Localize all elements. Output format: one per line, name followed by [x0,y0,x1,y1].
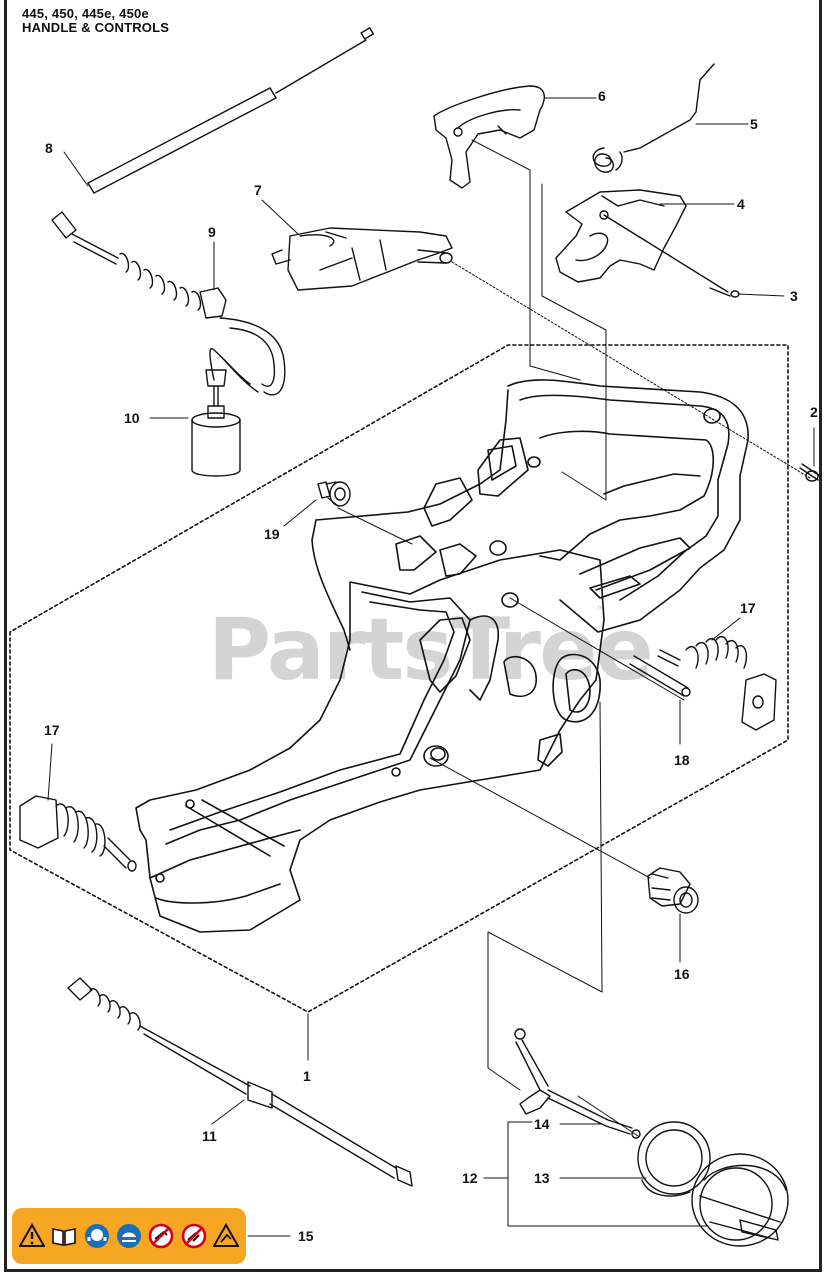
callout-bracket-12-14 [507,1121,709,1227]
part-16-plug [647,867,699,914]
callout-13: 13 [534,1170,550,1186]
callout-15: 15 [298,1228,314,1244]
callout-18: 18 [674,752,690,768]
part-2-screw [799,463,821,482]
callout-9: 9 [208,224,216,240]
part-5-spring [592,63,715,173]
model-numbers: 445, 450, 445e, 450e [22,6,149,21]
part-17-av-spring-left [19,795,137,872]
callout-6: 6 [598,88,606,104]
manual-book-icon [51,1223,77,1249]
part-1-handle-body [135,379,749,933]
part-4-lockout-lever [555,189,740,298]
assembly-dashed-outline [9,344,789,1013]
callout-14: 14 [534,1116,550,1132]
callout-2: 2 [810,404,818,420]
part-15-warning-label [12,1208,246,1264]
part-19-bushing [317,481,351,507]
part-12-cap [691,1153,789,1247]
callout-3: 3 [790,288,798,304]
callout-12: 12 [462,1170,478,1186]
part-13-seal-ring [637,1121,711,1197]
callout-19: 19 [264,526,280,542]
part-6-throttle-trigger [433,85,545,189]
hearing-protection-icon [84,1223,110,1249]
callout-17-right: 17 [740,600,756,616]
callout-4: 4 [737,196,745,212]
kickback-warning-icon [212,1223,239,1249]
part-10-filter [191,385,241,477]
warning-triangle-icon [19,1223,46,1249]
callout-7: 7 [254,182,262,198]
callout-5: 5 [750,116,758,132]
eye-protection-icon [116,1223,142,1249]
diagram-title: HANDLE & CONTROLS [22,20,170,35]
part-14-choke-shaft [514,1028,641,1139]
part-7-trigger-lockout [271,227,453,291]
no-one-handed-icon [148,1223,174,1249]
callout-11: 11 [202,1128,217,1144]
watermark-tm: ™ [596,604,605,614]
leader-lines [47,97,815,1237]
part-17-av-spring-right [657,635,777,731]
callout-8: 8 [45,140,53,156]
callout-1: 1 [303,1068,311,1084]
page-border [4,0,822,1272]
explode-lines [337,139,811,1137]
no-kickback-icon [181,1223,207,1249]
part-9-choke-cable [51,211,286,396]
part-11-throttle-cable [67,977,413,1187]
part-18-pin [629,655,691,697]
callout-17-left: 17 [44,722,60,738]
callout-16: 16 [674,966,690,982]
part-8-throttle-rod [87,27,375,194]
callout-10: 10 [124,410,140,426]
